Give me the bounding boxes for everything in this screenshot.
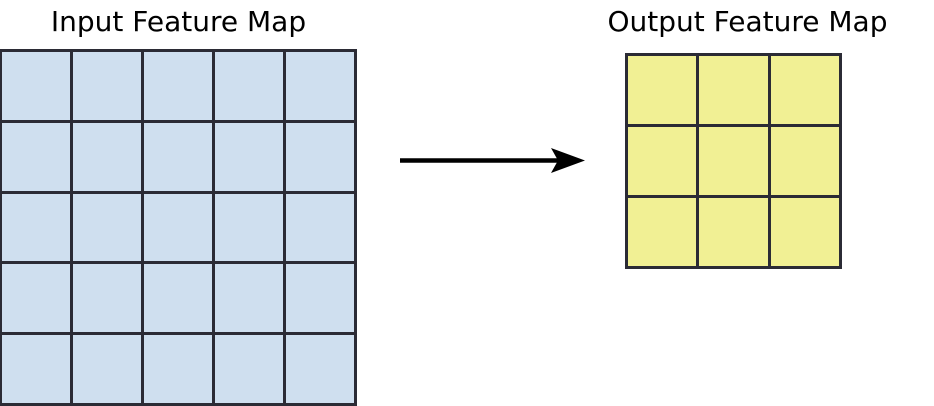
output-cell-1-1 bbox=[699, 127, 768, 195]
input-cell-3-0 bbox=[2, 264, 70, 333]
input-cell-1-0 bbox=[2, 122, 70, 191]
input-cell-4-1 bbox=[73, 335, 141, 403]
output-feature-map-grid bbox=[625, 53, 842, 269]
input-cell-3-2 bbox=[144, 264, 212, 333]
input-cell-0-4 bbox=[286, 52, 354, 120]
input-feature-map-title: Input Feature Map bbox=[50, 5, 307, 38]
output-cell-2-2 bbox=[770, 198, 839, 266]
input-cell-3-1 bbox=[73, 264, 141, 333]
input-cell-0-0 bbox=[2, 52, 70, 120]
input-cell-2-4 bbox=[286, 193, 354, 262]
input-cell-4-0 bbox=[2, 335, 70, 403]
output-cell-2-1 bbox=[699, 198, 768, 266]
input-cell-3-3 bbox=[215, 264, 283, 333]
input-cell-1-1 bbox=[73, 122, 141, 191]
output-cell-1-2 bbox=[770, 127, 839, 195]
input-cell-0-2 bbox=[144, 52, 212, 120]
output-cell-2-0 bbox=[628, 198, 697, 266]
output-cell-0-2 bbox=[770, 56, 839, 124]
input-cell-1-4 bbox=[286, 122, 354, 191]
input-feature-map-grid bbox=[0, 49, 357, 406]
input-cell-2-3 bbox=[215, 193, 283, 262]
input-cell-1-2 bbox=[144, 122, 212, 191]
right-arrow-icon bbox=[400, 148, 585, 173]
input-cell-2-1 bbox=[73, 193, 141, 262]
input-cell-1-3 bbox=[215, 122, 283, 191]
input-cell-2-2 bbox=[144, 193, 212, 262]
output-cell-0-1 bbox=[699, 56, 768, 124]
output-feature-map-title: Output Feature Map bbox=[607, 5, 888, 38]
input-cell-4-3 bbox=[215, 335, 283, 403]
input-cell-0-1 bbox=[73, 52, 141, 120]
input-cell-2-0 bbox=[2, 193, 70, 262]
input-cell-3-4 bbox=[286, 264, 354, 333]
input-cell-4-4 bbox=[286, 335, 354, 403]
input-cell-4-2 bbox=[144, 335, 212, 403]
output-cell-1-0 bbox=[628, 127, 697, 195]
input-cell-0-3 bbox=[215, 52, 283, 120]
output-cell-0-0 bbox=[628, 56, 697, 124]
